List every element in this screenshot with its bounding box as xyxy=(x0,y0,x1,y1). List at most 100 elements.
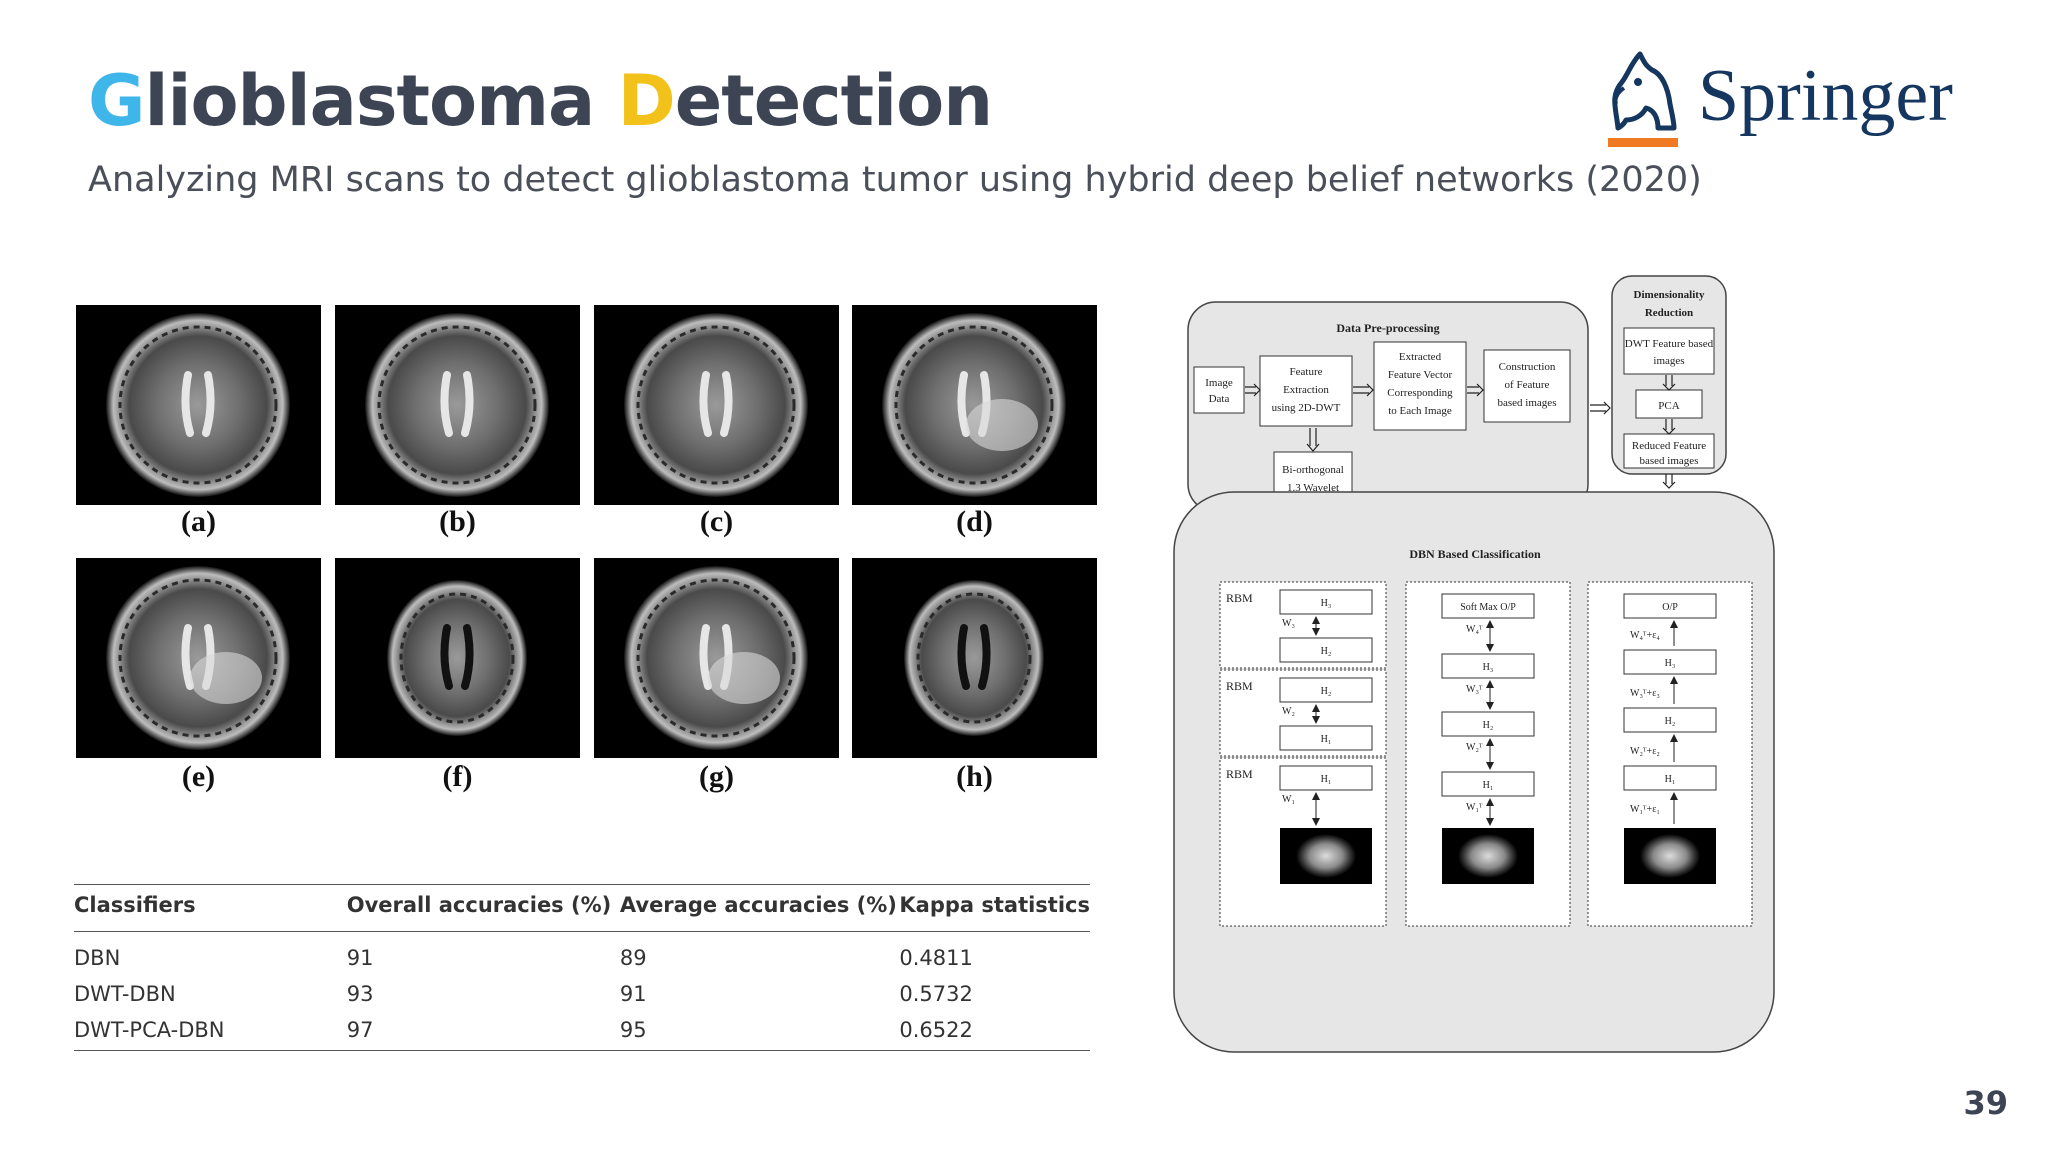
svg-text:W₃ᵀ+ε₃: W₃ᵀ+ε₃ xyxy=(1630,688,1660,699)
page-number: 39 xyxy=(1963,1084,2008,1122)
table-cell: 91 xyxy=(619,982,647,1006)
svg-text:1.3 Wavelet: 1.3 Wavelet xyxy=(1287,482,1339,494)
column-header: Overall accuracies (%) xyxy=(346,884,620,932)
table-header-row: Classifiers Overall accuracies (%) Avera… xyxy=(74,884,1090,932)
slide-subtitle: Analyzing MRI scans to detect glioblasto… xyxy=(88,160,1702,200)
svg-text:W₄ᵀ+ε₄: W₄ᵀ+ε₄ xyxy=(1630,630,1660,641)
column-header: Kappa statistics xyxy=(899,884,1090,932)
table-cell: 95 xyxy=(619,1012,900,1051)
springer-wordmark: Springer xyxy=(1698,55,1953,137)
svg-text:DWT Feature based: DWT Feature based xyxy=(1625,338,1714,350)
column-header: Average accuracies (%) xyxy=(619,884,900,932)
title-initial-d: D xyxy=(617,60,676,142)
svg-text:H₃: H₃ xyxy=(1665,658,1676,669)
svg-text:Extracted: Extracted xyxy=(1399,351,1442,363)
dimensionality-title: Dimensionality xyxy=(1634,289,1705,301)
svg-text:based images: based images xyxy=(1498,397,1557,409)
svg-text:W₂ᵀ+ε₂: W₂ᵀ+ε₂ xyxy=(1630,746,1660,757)
flow-arrows xyxy=(1245,383,1611,452)
dwt-feature-box: DWT Feature based images xyxy=(1623,327,1715,375)
title-initial-g: G xyxy=(88,60,145,142)
svg-text:Corresponding: Corresponding xyxy=(1387,387,1453,399)
svg-text:H₃: H₃ xyxy=(1483,662,1494,673)
svg-text:W₁: W₁ xyxy=(1282,794,1295,805)
svg-text:H₁: H₁ xyxy=(1665,774,1676,785)
construction-box: Construction of Feature based images xyxy=(1483,349,1571,423)
rbm-label: RBM xyxy=(1226,767,1253,781)
softmax-column: Soft Max O/P H₃ H₂ H₁ W₄ᵀ W₃ᵀ W₂ᵀ W₁ᵀ xyxy=(1405,581,1571,927)
mri-scan-image xyxy=(335,305,580,505)
svg-text:Feature Vector: Feature Vector xyxy=(1388,369,1453,381)
svg-text:W₁ᵀ: W₁ᵀ xyxy=(1466,802,1483,813)
architecture-diagram-svg: Data Pre-processing Image Data Feature E… xyxy=(1173,275,1775,1053)
architecture-diagram: Data Pre-processing Image Data Feature E… xyxy=(1170,272,1782,1058)
pca-box: PCA xyxy=(1635,389,1703,419)
title-word-2: etection xyxy=(674,60,993,142)
springer-logo: Springer xyxy=(1588,48,1978,153)
feature-extraction-box: Feature Extraction using 2D-DWT xyxy=(1259,355,1353,427)
table-cell: 97 xyxy=(346,1012,620,1051)
dimensionality-title-2: Reduction xyxy=(1645,307,1693,319)
brain-thumbnail-icon xyxy=(1458,834,1518,878)
mri-scan-image xyxy=(594,558,839,758)
svg-text:H₁: H₁ xyxy=(1321,734,1332,745)
svg-text:Soft Max O/P: Soft Max O/P xyxy=(1460,602,1516,613)
table-cell: 89 xyxy=(619,946,647,970)
table-row: DWT-DBN 93 91 0.5732 xyxy=(74,976,1090,1012)
svg-text:Construction: Construction xyxy=(1499,361,1556,373)
mri-scan-image xyxy=(852,558,1097,758)
svg-text:W₂: W₂ xyxy=(1282,706,1295,717)
mri-image-label: (c) xyxy=(699,505,734,538)
column-header: Classifiers xyxy=(74,884,347,932)
svg-text:W₃ᵀ: W₃ᵀ xyxy=(1466,684,1483,695)
mri-scan-image xyxy=(76,558,321,758)
svg-text:H₂: H₂ xyxy=(1321,646,1332,657)
slide-title: Glioblastoma Detection xyxy=(88,60,993,142)
output-column: O/P H₃ H₂ H₁ W₄ᵀ+ε₄ W₃ᵀ+ε₃ W₂ᵀ+ε₂ W₁ᵀ+ε₁ xyxy=(1587,581,1753,927)
extracted-vector-box: Extracted Feature Vector Corresponding t… xyxy=(1373,341,1467,431)
svg-text:of Feature: of Feature xyxy=(1505,379,1550,391)
preprocessing-title: Data Pre-processing xyxy=(1336,321,1439,335)
svg-text:Image: Image xyxy=(1205,377,1233,389)
table-cell: 0.6522 xyxy=(899,1012,1090,1051)
table-cell: 93 xyxy=(346,982,374,1006)
mri-image-label: (e) xyxy=(181,760,216,793)
svg-text:O/P: O/P xyxy=(1662,602,1678,613)
mri-scan-image xyxy=(852,305,1097,505)
rbm-label: RBM xyxy=(1226,591,1253,605)
dbn-title: DBN Based Classification xyxy=(1409,547,1541,561)
svg-text:PCA: PCA xyxy=(1658,400,1679,412)
table-row: DWT-PCA-DBN 97 95 0.6522 xyxy=(74,1012,1090,1051)
svg-text:Data: Data xyxy=(1209,393,1230,405)
table-cell: 91 xyxy=(346,946,374,970)
reduced-feature-box: Reduced Feature based images xyxy=(1623,433,1715,469)
brain-thumbnail-icon xyxy=(1640,834,1700,878)
mri-image-label: (d) xyxy=(956,505,993,538)
knight-horse-icon xyxy=(1608,51,1678,147)
table-cell: 0.4811 xyxy=(899,946,973,970)
rbm-stack-column: RBM RBM RBM H₃ H₂ H₂ H₁ H₁ W₃ W₂ W₁ xyxy=(1219,581,1387,927)
table-cell: 0.5732 xyxy=(899,982,973,1006)
svg-text:Reduced Feature: Reduced Feature xyxy=(1632,440,1706,452)
mri-image-label: (a) xyxy=(181,505,216,538)
svg-text:W₂ᵀ: W₂ᵀ xyxy=(1466,742,1483,753)
table-cell: DBN xyxy=(74,946,121,970)
results-table: Classifiers Overall accuracies (%) Avera… xyxy=(74,884,1090,1051)
mri-image-label: (g) xyxy=(699,760,734,793)
title-word-1: lioblastoma xyxy=(144,60,595,142)
mri-image-label: (f) xyxy=(442,760,473,793)
mri-image-label: (b) xyxy=(439,505,476,538)
svg-text:Extraction: Extraction xyxy=(1283,384,1329,396)
table-row: DBN 91 89 0.4811 xyxy=(74,932,1090,977)
mri-scan-image xyxy=(76,305,321,505)
brain-thumbnail-icon xyxy=(1296,834,1356,878)
table-cell: DWT-DBN xyxy=(74,982,176,1006)
image-data-box: Image Data xyxy=(1193,366,1245,414)
svg-text:W₄ᵀ: W₄ᵀ xyxy=(1466,624,1483,635)
dimensionality-container xyxy=(1611,275,1727,475)
table-cell: DWT-PCA-DBN xyxy=(74,1012,347,1051)
svg-text:to Each Image: to Each Image xyxy=(1388,405,1452,417)
svg-text:H₂: H₂ xyxy=(1321,686,1332,697)
svg-text:W₃: W₃ xyxy=(1282,618,1295,629)
svg-text:using 2D-DWT: using 2D-DWT xyxy=(1272,402,1341,414)
